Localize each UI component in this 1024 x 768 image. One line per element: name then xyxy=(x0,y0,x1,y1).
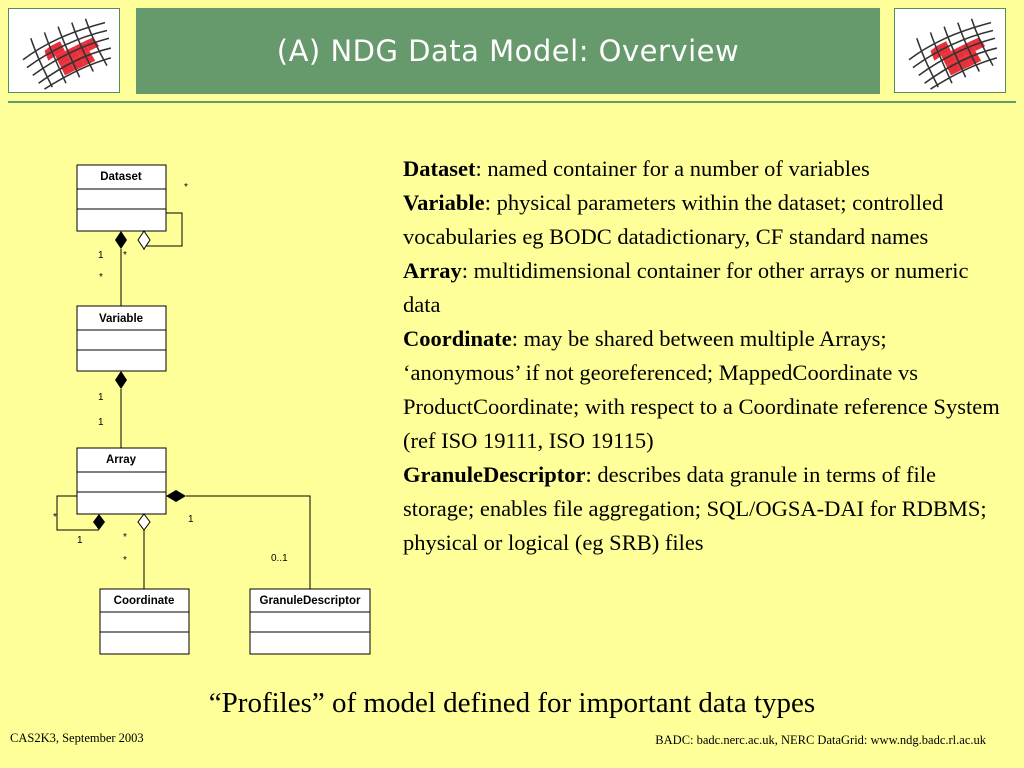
multiplicity-array-coordinate-array: * xyxy=(123,532,127,543)
multiplicity-dataset-variable-self: * xyxy=(123,250,127,261)
class-box-dataset xyxy=(76,164,167,232)
definition-term: Variable xyxy=(403,190,485,215)
composition-diamond-array-granule xyxy=(166,490,186,502)
multiplicity-dataset-variable-dataset: 1 xyxy=(98,250,104,261)
ndg-logo-right xyxy=(894,8,1006,93)
multiplicity-array-self-one: 1 xyxy=(77,535,83,546)
class-name-coordinate: Coordinate xyxy=(114,595,175,607)
definition-term: GranuleDescriptor xyxy=(403,462,586,487)
aggregation-diamond-array-coordinate xyxy=(137,513,151,531)
grid-logo-lines xyxy=(22,18,112,90)
aggregation-diamond-dataset-self xyxy=(137,230,151,250)
multiplicity-array-self-star: * xyxy=(53,512,57,523)
grid-logo-icon xyxy=(908,18,998,90)
class-name-dataset: Dataset xyxy=(100,171,142,183)
array-self-association xyxy=(56,495,99,531)
definition-text: : describes data granule in terms of fil… xyxy=(403,462,987,555)
title-divider xyxy=(8,101,1016,103)
definitions-panel: Dataset: named container for a number of… xyxy=(403,152,1003,560)
definition-text: : named container for a number of variab… xyxy=(475,156,870,181)
profiles-note: “Profiles” of model defined for importan… xyxy=(208,687,816,719)
class-box-granuledescriptor xyxy=(249,588,371,655)
grid-logo-icon xyxy=(22,18,112,90)
multiplicity-variable-array-variable: 1 xyxy=(98,392,104,403)
slide-title: (A) NDG Data Model: Overview xyxy=(276,34,740,68)
class-box-coordinate xyxy=(99,588,190,655)
definition-text: : may be shared between multiple Arrays;… xyxy=(403,326,1000,453)
grid-logo-lines xyxy=(908,18,998,90)
multiplicity-array-granule-array: 1 xyxy=(188,514,194,525)
multiplicity-array-coordinate-coordinate: * xyxy=(123,555,127,566)
footer-conference: CAS2K3, September 2003 xyxy=(10,731,144,745)
definition-term: Coordinate xyxy=(403,326,512,351)
definition-text: : multidimensional container for other a… xyxy=(403,258,969,317)
footer-urls: BADC: badc.nerc.ac.uk, NERC DataGrid: ww… xyxy=(655,733,986,747)
array-granule-composition-line xyxy=(186,495,311,589)
multiplicity-array-granule-granule: 0..1 xyxy=(271,553,288,564)
multiplicity-variable-array-array: 1 xyxy=(98,417,104,428)
definition-term: Array xyxy=(403,258,462,283)
composition-diamond-variable-array xyxy=(115,371,127,389)
class-name-granuledescriptor: GranuleDescriptor xyxy=(260,595,361,607)
definition-text: : physical parameters within the dataset… xyxy=(403,190,944,249)
multiplicity-dataset-variable-variable: * xyxy=(99,272,103,283)
composition-diamond-array-self xyxy=(93,514,105,530)
multiplicity-dataset-self: * xyxy=(184,182,188,193)
ndg-logo-left xyxy=(8,8,120,93)
class-box-array xyxy=(76,447,167,515)
definition-dataset: Dataset: named container for a number of… xyxy=(403,152,1003,186)
title-bar: (A) NDG Data Model: Overview xyxy=(136,8,880,94)
class-name-variable: Variable xyxy=(99,313,143,325)
definition-granuledescriptor: GranuleDescriptor: describes data granul… xyxy=(403,458,1003,560)
definition-variable: Variable: physical parameters within the… xyxy=(403,186,1003,254)
composition-diamond-dataset-variable xyxy=(115,231,127,249)
class-name-array: Array xyxy=(106,454,137,466)
definition-coordinate: Coordinate: may be shared between multip… xyxy=(403,322,1003,458)
definition-term: Dataset xyxy=(403,156,476,181)
definition-array: Array: multidimensional container for ot… xyxy=(403,254,1003,322)
